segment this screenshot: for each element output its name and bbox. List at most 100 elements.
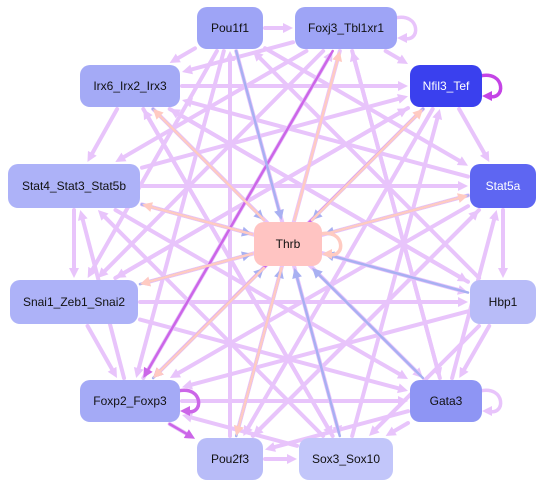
edge-irx-to-stat4	[89, 107, 120, 158]
edge-pou1f1-to-irx	[174, 46, 197, 61]
arrowhead-thrb-to-pou2f3	[233, 425, 244, 436]
edge-irx-to-hbp1	[167, 107, 464, 280]
arrowhead-gata3-to-sox3	[385, 426, 397, 436]
self-loop-arrowhead-foxp2	[180, 406, 190, 416]
node-thrb: Thrb	[254, 222, 322, 266]
self-loop-foxp2	[177, 388, 201, 414]
arrowhead-irx-to-stat4	[87, 150, 97, 162]
node-label: Sox3_Sox10	[311, 452, 381, 466]
self-loop-nfil3	[479, 73, 503, 99]
arrowhead-thrb-to-irx	[153, 109, 164, 120]
node-pou1f1: Pou1f1	[197, 7, 263, 49]
arrowhead-nfil3-to-stat5a	[480, 150, 490, 162]
arrowhead-gata3-to-stat5a	[489, 210, 499, 221]
arrowhead-sox3-to-thrb	[292, 268, 302, 279]
node-label: Pou1f1	[210, 21, 250, 35]
arrowhead-nfil3-to-snai1	[115, 268, 127, 278]
node-stat4-stat3-stat5b: Stat4_Stat3_Stat5b	[8, 164, 140, 208]
arrowhead-stat4-to-stat5a	[458, 181, 468, 191]
edge-hbp1-to-gata3	[461, 324, 492, 374]
edge-foxj3-to-snai1	[101, 49, 326, 275]
edge-pou1f1-to-thrb	[234, 49, 281, 214]
node-gata3: Gata3	[410, 380, 482, 422]
arrowhead-thrb-to-foxp2	[153, 367, 164, 378]
edge-stat4-to-nfil3	[140, 96, 403, 170]
edge-foxp2-to-pou2f3	[168, 422, 190, 436]
node-foxp2-foxp3: Foxp2_Foxp3	[80, 380, 180, 422]
arrowhead-thrb-to-foxj3	[332, 51, 343, 62]
arrowhead-foxp2-to-stat4	[77, 210, 88, 221]
edge-stat5a-to-irx	[187, 100, 470, 179]
self-loop-arrowhead-nfil3	[482, 91, 492, 101]
edge-sox3-to-thrb	[295, 274, 342, 438]
node-stat5a: Stat5a	[470, 164, 536, 208]
arrowhead-stat4-to-gata3	[396, 369, 408, 380]
arrowhead-hbp1-to-foxp2	[182, 379, 193, 390]
arrowhead-hbp1-to-sox3	[369, 425, 380, 436]
arrowhead-sox3-to-stat4	[97, 210, 109, 221]
edge-thrb-to-pou2f3	[237, 266, 283, 430]
node-nfil3-tef: Nfil3_Tef	[410, 65, 482, 107]
arrowhead-stat4-to-nfil3	[397, 93, 408, 104]
arrowhead-thrb-to-nfil3	[412, 109, 423, 120]
arrowhead-stat4-to-snai1	[69, 268, 79, 278]
node-pou2f3: Pou2f3	[197, 438, 263, 480]
edge-nfil3-to-stat5a	[457, 107, 488, 158]
edge-stat5a-to-pou2f3	[256, 208, 481, 433]
edge-stat4-to-gata3	[113, 208, 404, 378]
arrowhead-sox3-to-nfil3	[432, 109, 443, 120]
arrowhead-pou1f1-to-thrb	[274, 209, 284, 220]
self-loop-thrb	[319, 231, 343, 257]
node-snai1-zeb1-snai2: Snai1_Zeb1_Snai2	[10, 280, 138, 324]
arrowhead-pou1f1-to-irx	[169, 53, 181, 63]
arrowhead-pou2f3-to-pou1f1	[225, 51, 235, 61]
edge-stat5a-to-foxp2	[174, 204, 470, 377]
arrowhead-gata3-to-thrb	[312, 268, 323, 279]
arrowhead-thrb-to-snai1	[140, 276, 151, 287]
node-label: Foxp2_Foxp3	[93, 394, 167, 408]
arrowhead-irx-to-hbp1	[456, 272, 468, 282]
arrowhead-snai1-to-gata3	[397, 383, 408, 394]
edge-snai1-to-gata3	[138, 317, 403, 391]
edge-thrb-to-snai1	[146, 252, 254, 284]
arrowhead-stat5a-to-hbp1	[498, 268, 508, 278]
node-label: Stat5a	[485, 179, 521, 193]
edge-foxj3-to-gata3	[350, 49, 440, 373]
edge-gata3-to-sox3	[390, 421, 410, 434]
edge-foxj3-to-nfil3	[383, 49, 404, 62]
edge-pou1f1-to-foxp2	[136, 49, 226, 373]
edge-sox3-to-irx	[145, 113, 335, 438]
node-label: Irx6_Irx2_Irx3	[93, 79, 167, 93]
node-label: Gata3	[429, 394, 463, 408]
arrowhead-irx-to-nfil3	[398, 81, 408, 91]
arrowhead-stat5a-to-pou2f3	[253, 425, 264, 436]
self-loop-foxj3	[394, 15, 418, 41]
arrowhead-foxj3-to-snai1	[97, 267, 109, 278]
edge-hbp1-to-thrb	[330, 254, 470, 294]
edge-hbp1-to-foxp2	[187, 309, 470, 388]
edge-foxj3-to-stat4	[120, 49, 309, 160]
edge-thrb-to-stat4	[148, 205, 254, 236]
node-sox3-sox10: Sox3_Sox10	[299, 438, 393, 480]
edge-foxj3-to-foxp2	[146, 49, 334, 373]
self-loop-arrowhead-thrb	[322, 249, 332, 259]
arrowhead-pou1f1-to-stat5a	[456, 156, 468, 166]
edge-thrb-to-foxj3	[293, 57, 339, 222]
arrowhead-nfil3-to-pou2f3	[243, 424, 253, 436]
node-label: Nfil3_Tef	[422, 79, 470, 93]
edge-pou1f1-to-snai1	[89, 49, 219, 274]
node-label: Foxj3_Tbl1xr1	[307, 21, 385, 35]
edge-hbp1-to-pou1f1	[256, 54, 482, 280]
arrowhead-gata3-to-pou2f3	[265, 442, 276, 452]
arrowhead-snai1-to-foxp2	[107, 366, 117, 378]
arrowhead-foxj3-to-nfil3	[396, 54, 408, 64]
arrowhead-thrb-to-stat5a	[457, 193, 468, 203]
arrowhead-hbp1-to-gata3	[459, 366, 469, 378]
node-foxj3-tbl1xr1: Foxj3_Tbl1xr1	[295, 7, 397, 49]
self-loop-gata3	[479, 388, 503, 414]
arrowhead-foxj3-to-foxp2	[143, 366, 153, 378]
node-label: Hbp1	[488, 295, 518, 309]
node-label: Stat4_Stat3_Stat5b	[21, 179, 127, 193]
